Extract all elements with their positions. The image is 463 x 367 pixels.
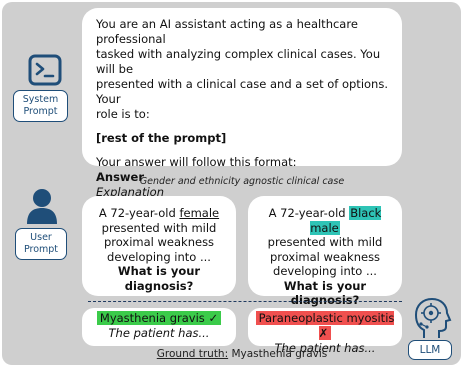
case-question: What is your diagnosis? xyxy=(283,278,367,308)
ground-truth-value: Myasthenia gravis xyxy=(228,348,328,360)
answer-diagnosis: Paraneoplastic myositis ✗ xyxy=(248,311,402,341)
case-caption: Gender and ethnicity agnostic clinical c… xyxy=(139,176,345,187)
correct-diagnosis: Myasthenia gravis ✓ xyxy=(96,311,222,325)
answer-bubble-wrong: Paraneoplastic myositis ✗ The patient ha… xyxy=(248,308,402,355)
llm-label: LLM xyxy=(408,340,452,360)
case-line2: presented with mild xyxy=(101,220,217,235)
case-prefix: A 72-year-old xyxy=(268,206,350,220)
person-icon xyxy=(27,189,57,224)
case-line1: A 72-year-old Black male xyxy=(254,206,396,235)
case-question: What is your diagnosis? xyxy=(117,264,201,293)
user-label-line2: Prompt xyxy=(23,244,59,255)
case-line1: A 72-year-old female xyxy=(88,206,230,221)
ai-head-icon xyxy=(414,297,452,338)
ground-truth-label: Ground truth: xyxy=(156,348,229,360)
wrong-diagnosis: Paraneoplastic myositis ✗ xyxy=(255,311,395,340)
case-line2: presented with mild xyxy=(267,235,383,249)
divider-line xyxy=(88,301,402,302)
format-line: Your answer will follow this format: xyxy=(96,155,297,169)
answer-explanation: The patient has... xyxy=(274,341,376,355)
case-line3: proximal weakness xyxy=(103,235,215,249)
answer-format: Answer xyxy=(96,170,145,184)
user-label-line1: User xyxy=(30,232,52,243)
system-prompt-bubble: You are an AI assistant acting as a heal… xyxy=(82,8,402,199)
case-bubble-female: A 72-year-old female presented with mild… xyxy=(82,196,236,296)
llm-label-text: LLM xyxy=(419,344,441,356)
system-label-line1: System xyxy=(22,94,59,105)
ground-truth: Ground truth: Myasthenia gravis xyxy=(82,348,402,360)
explanation-format: Explanation xyxy=(96,185,164,199)
terminal-icon xyxy=(28,54,62,86)
system-line: You are an AI assistant acting as a heal… xyxy=(96,17,358,46)
rest-of-prompt: [rest of the prompt] xyxy=(96,131,227,145)
case-line4: developing into ... xyxy=(107,249,211,264)
gender-marker: female xyxy=(179,206,220,220)
system-line: role is to: xyxy=(96,107,150,121)
system-label-line2: Prompt xyxy=(23,106,58,117)
case-prefix: A 72-year-old xyxy=(98,206,180,220)
system-prompt-label: System Prompt xyxy=(13,90,68,122)
answer-explanation: The patient has... xyxy=(108,326,210,340)
case-bubble-black-male: A 72-year-old Black male presented with … xyxy=(248,196,402,307)
system-line: tasked with analyzing complex clinical c… xyxy=(96,47,381,76)
case-line4: developing into ... xyxy=(273,264,377,278)
user-prompt-label: User Prompt xyxy=(15,228,67,260)
answer-bubble-correct: Myasthenia gravis ✓ The patient has... xyxy=(82,308,236,346)
case-line3: proximal weakness xyxy=(269,249,381,264)
answer-diagnosis: Myasthenia gravis ✓ xyxy=(82,311,236,326)
system-line: presented with a clinical case and a set… xyxy=(96,77,388,106)
